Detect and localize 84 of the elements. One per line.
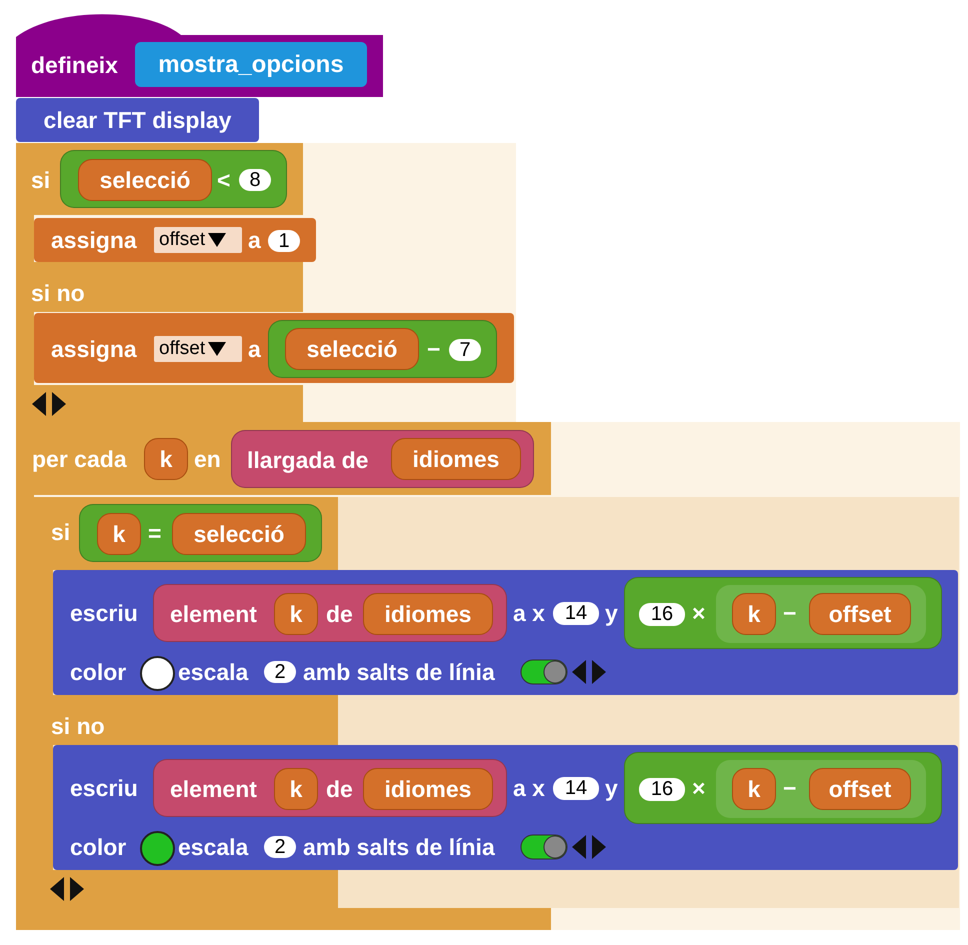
number-slot: 8: [239, 169, 271, 191]
number-slot: 16: [639, 778, 685, 801]
variable-reporter: offset: [809, 768, 911, 810]
control-block: [16, 143, 516, 422]
number-slot: 14: [553, 602, 599, 625]
variable-reporter: k: [274, 593, 318, 635]
block-label: assigna: [51, 227, 137, 253]
block-label: a x: [513, 600, 545, 626]
reporter-block: [153, 584, 507, 642]
reporter-block: [716, 760, 926, 818]
block-label: de: [326, 601, 353, 627]
block-label: −: [427, 336, 440, 362]
block-label: −: [783, 600, 796, 626]
variable-reporter: k: [97, 513, 141, 555]
variable-reporter: idiomes: [363, 593, 493, 635]
reporter-block: [60, 150, 287, 208]
variable-reporter: k: [732, 768, 776, 810]
block-label: <: [217, 167, 230, 193]
number-slot: 16: [639, 603, 685, 626]
variable-reporter: selecció: [285, 328, 419, 370]
variable-reporter: k: [274, 768, 318, 810]
control-block: [16, 422, 960, 930]
block-label: de: [326, 776, 353, 802]
color-swatch: [140, 656, 175, 691]
block-label: ×: [692, 600, 706, 626]
block-label: ×: [692, 775, 706, 801]
block-label: assigna: [51, 336, 137, 362]
block-label: si: [51, 519, 70, 545]
reporter-block: [268, 320, 497, 378]
variable-reporter: idiomes: [363, 768, 493, 810]
number-slot: 14: [553, 777, 599, 800]
block-label: amb salts de línia: [303, 834, 495, 860]
block-label: element: [170, 776, 257, 802]
control-block: [34, 497, 959, 908]
reporter-block: [624, 752, 942, 824]
block-label: escala: [178, 659, 248, 685]
command-block: [34, 313, 514, 383]
number-slot: 7: [449, 339, 481, 361]
block-label: en: [194, 446, 221, 472]
block-label: a: [248, 227, 261, 253]
block-label: per cada: [32, 446, 127, 472]
dropdown-field: [154, 336, 242, 362]
block-label: y: [605, 775, 618, 801]
reporter-block: [153, 759, 507, 817]
block-label: escriu: [70, 600, 138, 626]
block-label: color: [70, 834, 126, 860]
number-slot: 1: [268, 230, 300, 252]
block-label: defineix: [31, 52, 118, 78]
block-label: a x: [513, 775, 545, 801]
dropdown-field: [154, 227, 242, 253]
reporter-block: [624, 577, 942, 649]
dropdown-value: offset: [159, 338, 206, 360]
procedure-name-field: mostra_opcions: [135, 42, 367, 87]
variable-reporter: k: [732, 593, 776, 635]
block-label: y: [605, 600, 618, 626]
variable-reporter: selecció: [172, 513, 306, 555]
block-label: si no: [51, 713, 105, 739]
block-label: color: [70, 659, 126, 685]
block-label: −: [783, 775, 796, 801]
number-slot: 2: [264, 661, 296, 683]
command-block: clear TFT display: [16, 98, 259, 142]
block-label: si: [31, 167, 50, 193]
block-label: amb salts de línia: [303, 659, 495, 685]
variable-reporter: k: [144, 438, 188, 480]
variable-reporter: idiomes: [391, 438, 521, 480]
command-block: [53, 745, 958, 870]
block-label: escriu: [70, 775, 138, 801]
color-swatch: [140, 831, 175, 866]
block-label: si no: [31, 280, 85, 306]
block-label: a: [248, 336, 261, 362]
number-slot: 2: [264, 836, 296, 858]
variable-reporter: offset: [809, 593, 911, 635]
reporter-block: [231, 430, 534, 488]
reporter-block: [716, 585, 926, 643]
command-block: [34, 218, 316, 262]
block-label: =: [148, 520, 162, 546]
block-label: escala: [178, 834, 248, 860]
dropdown-value: offset: [159, 229, 206, 251]
reporter-block: [79, 504, 322, 562]
define-hat-block: [16, 15, 383, 97]
block-label: element: [170, 601, 257, 627]
variable-reporter: selecció: [78, 159, 212, 201]
block-label: llargada de: [247, 447, 368, 473]
command-block: [53, 570, 958, 695]
